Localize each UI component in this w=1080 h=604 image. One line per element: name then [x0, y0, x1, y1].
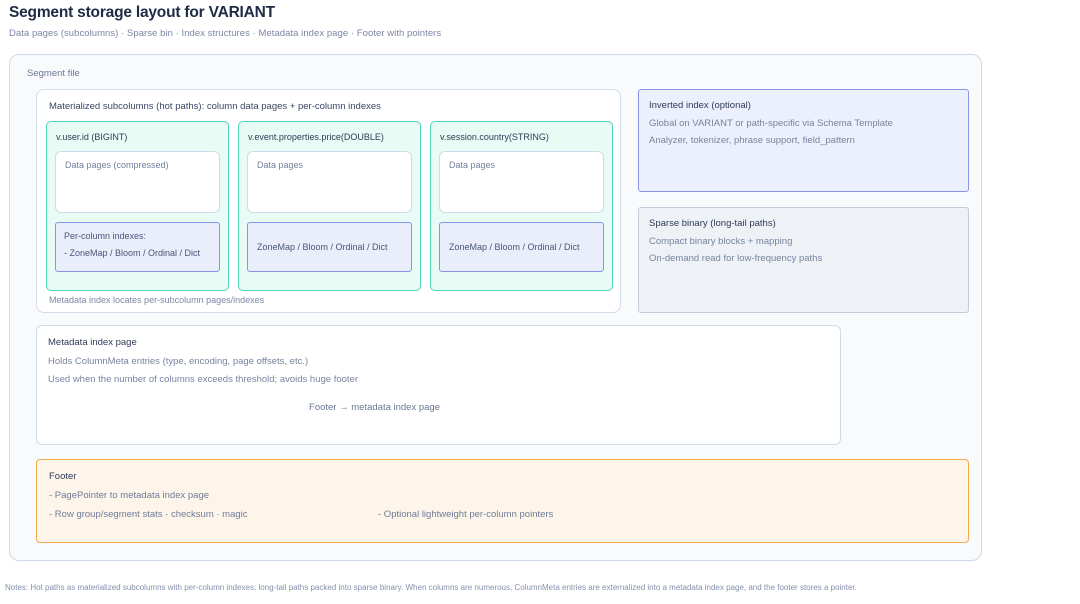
footer-stats-line: - Row group/segment stats · checksum · m…: [49, 509, 248, 520]
footer-optional-pointers-line: - Optional lightweight per-column pointe…: [378, 509, 554, 520]
materialized-subcolumns-panel: Materialized subcolumns (hot paths): col…: [36, 89, 621, 313]
subcolumn-card-session-country[interactable]: v.session.country(STRING) Data pages Zon…: [430, 121, 613, 291]
materialized-subcolumns-caption: Metadata index locates per-subcolumn pag…: [49, 295, 265, 305]
subcolumn-card-event-price[interactable]: v.event.properties.price(DOUBLE) Data pa…: [238, 121, 421, 291]
metadata-index-line-2: Used when the number of columns exceeds …: [48, 374, 358, 385]
subcolumn-name: v.session.country(STRING): [440, 132, 549, 142]
page-title: Segment storage layout for VARIANT: [9, 4, 275, 21]
data-pages-label: Data pages: [449, 160, 496, 170]
subcolumn-name: v.event.properties.price(DOUBLE): [248, 132, 384, 142]
segment-file-container: Segment file Materialized subcolumns (ho…: [9, 54, 982, 561]
sparse-binary-line-2: On-demand read for low-frequency paths: [649, 253, 823, 264]
segment-file-label: Segment file: [27, 68, 80, 79]
notes-text: Notes: Hot paths as materialized subcolu…: [5, 583, 857, 592]
data-pages-box: Data pages (compressed): [55, 151, 220, 213]
per-column-index-list: - ZoneMap / Bloom / Ordinal / Dict: [64, 248, 201, 258]
data-pages-label: Data pages: [257, 160, 304, 170]
page-subtitle: Data pages (subcolumns) · Sparse bin · I…: [9, 28, 442, 39]
per-column-index-box: Per-column indexes: - ZoneMap / Bloom / …: [55, 222, 220, 272]
subcolumn-card-user-id[interactable]: v.user.id (BIGINT) Data pages (compresse…: [46, 121, 229, 291]
per-column-index-box: ZoneMap / Bloom / Ordinal / Dict: [247, 222, 412, 272]
data-pages-box: Data pages: [439, 151, 604, 213]
metadata-index-line-1: Holds ColumnMeta entries (type, encoding…: [48, 356, 309, 367]
per-column-index-heading: Per-column indexes:: [64, 231, 147, 241]
sparse-binary-title: Sparse binary (long-tail paths): [649, 218, 776, 229]
metadata-index-page-title: Metadata index page: [48, 337, 137, 348]
inverted-index-title: Inverted index (optional): [649, 100, 751, 111]
materialized-subcolumns-title: Materialized subcolumns (hot paths): col…: [49, 101, 381, 112]
per-column-index-list: ZoneMap / Bloom / Ordinal / Dict: [257, 242, 388, 252]
sparse-binary-panel: Sparse binary (long-tail paths) Compact …: [638, 207, 969, 313]
inverted-index-line-2: Analyzer, tokenizer, phrase support, fie…: [649, 135, 855, 146]
subcolumn-list: v.user.id (BIGINT) Data pages (compresse…: [46, 121, 613, 291]
metadata-index-page-panel: Metadata index page Holds ColumnMeta ent…: [36, 325, 841, 445]
data-pages-box: Data pages: [247, 151, 412, 213]
inverted-index-panel: Inverted index (optional) Global on VARI…: [638, 89, 969, 192]
footer-title: Footer: [49, 471, 77, 482]
footer-to-metadata-pointer-label: Footer → metadata index page: [309, 402, 440, 413]
per-column-index-box: ZoneMap / Bloom / Ordinal / Dict: [439, 222, 604, 272]
data-pages-label: Data pages (compressed): [65, 160, 169, 170]
inverted-index-line-1: Global on VARIANT or path-specific via S…: [649, 118, 893, 129]
sparse-binary-line-1: Compact binary blocks + mapping: [649, 236, 793, 247]
footer-pagepointer-line: - PagePointer to metadata index page: [49, 490, 210, 501]
per-column-index-list: ZoneMap / Bloom / Ordinal / Dict: [449, 242, 580, 252]
footer-panel: Footer - PagePointer to metadata index p…: [36, 459, 969, 543]
subcolumn-name: v.user.id (BIGINT): [56, 132, 128, 142]
